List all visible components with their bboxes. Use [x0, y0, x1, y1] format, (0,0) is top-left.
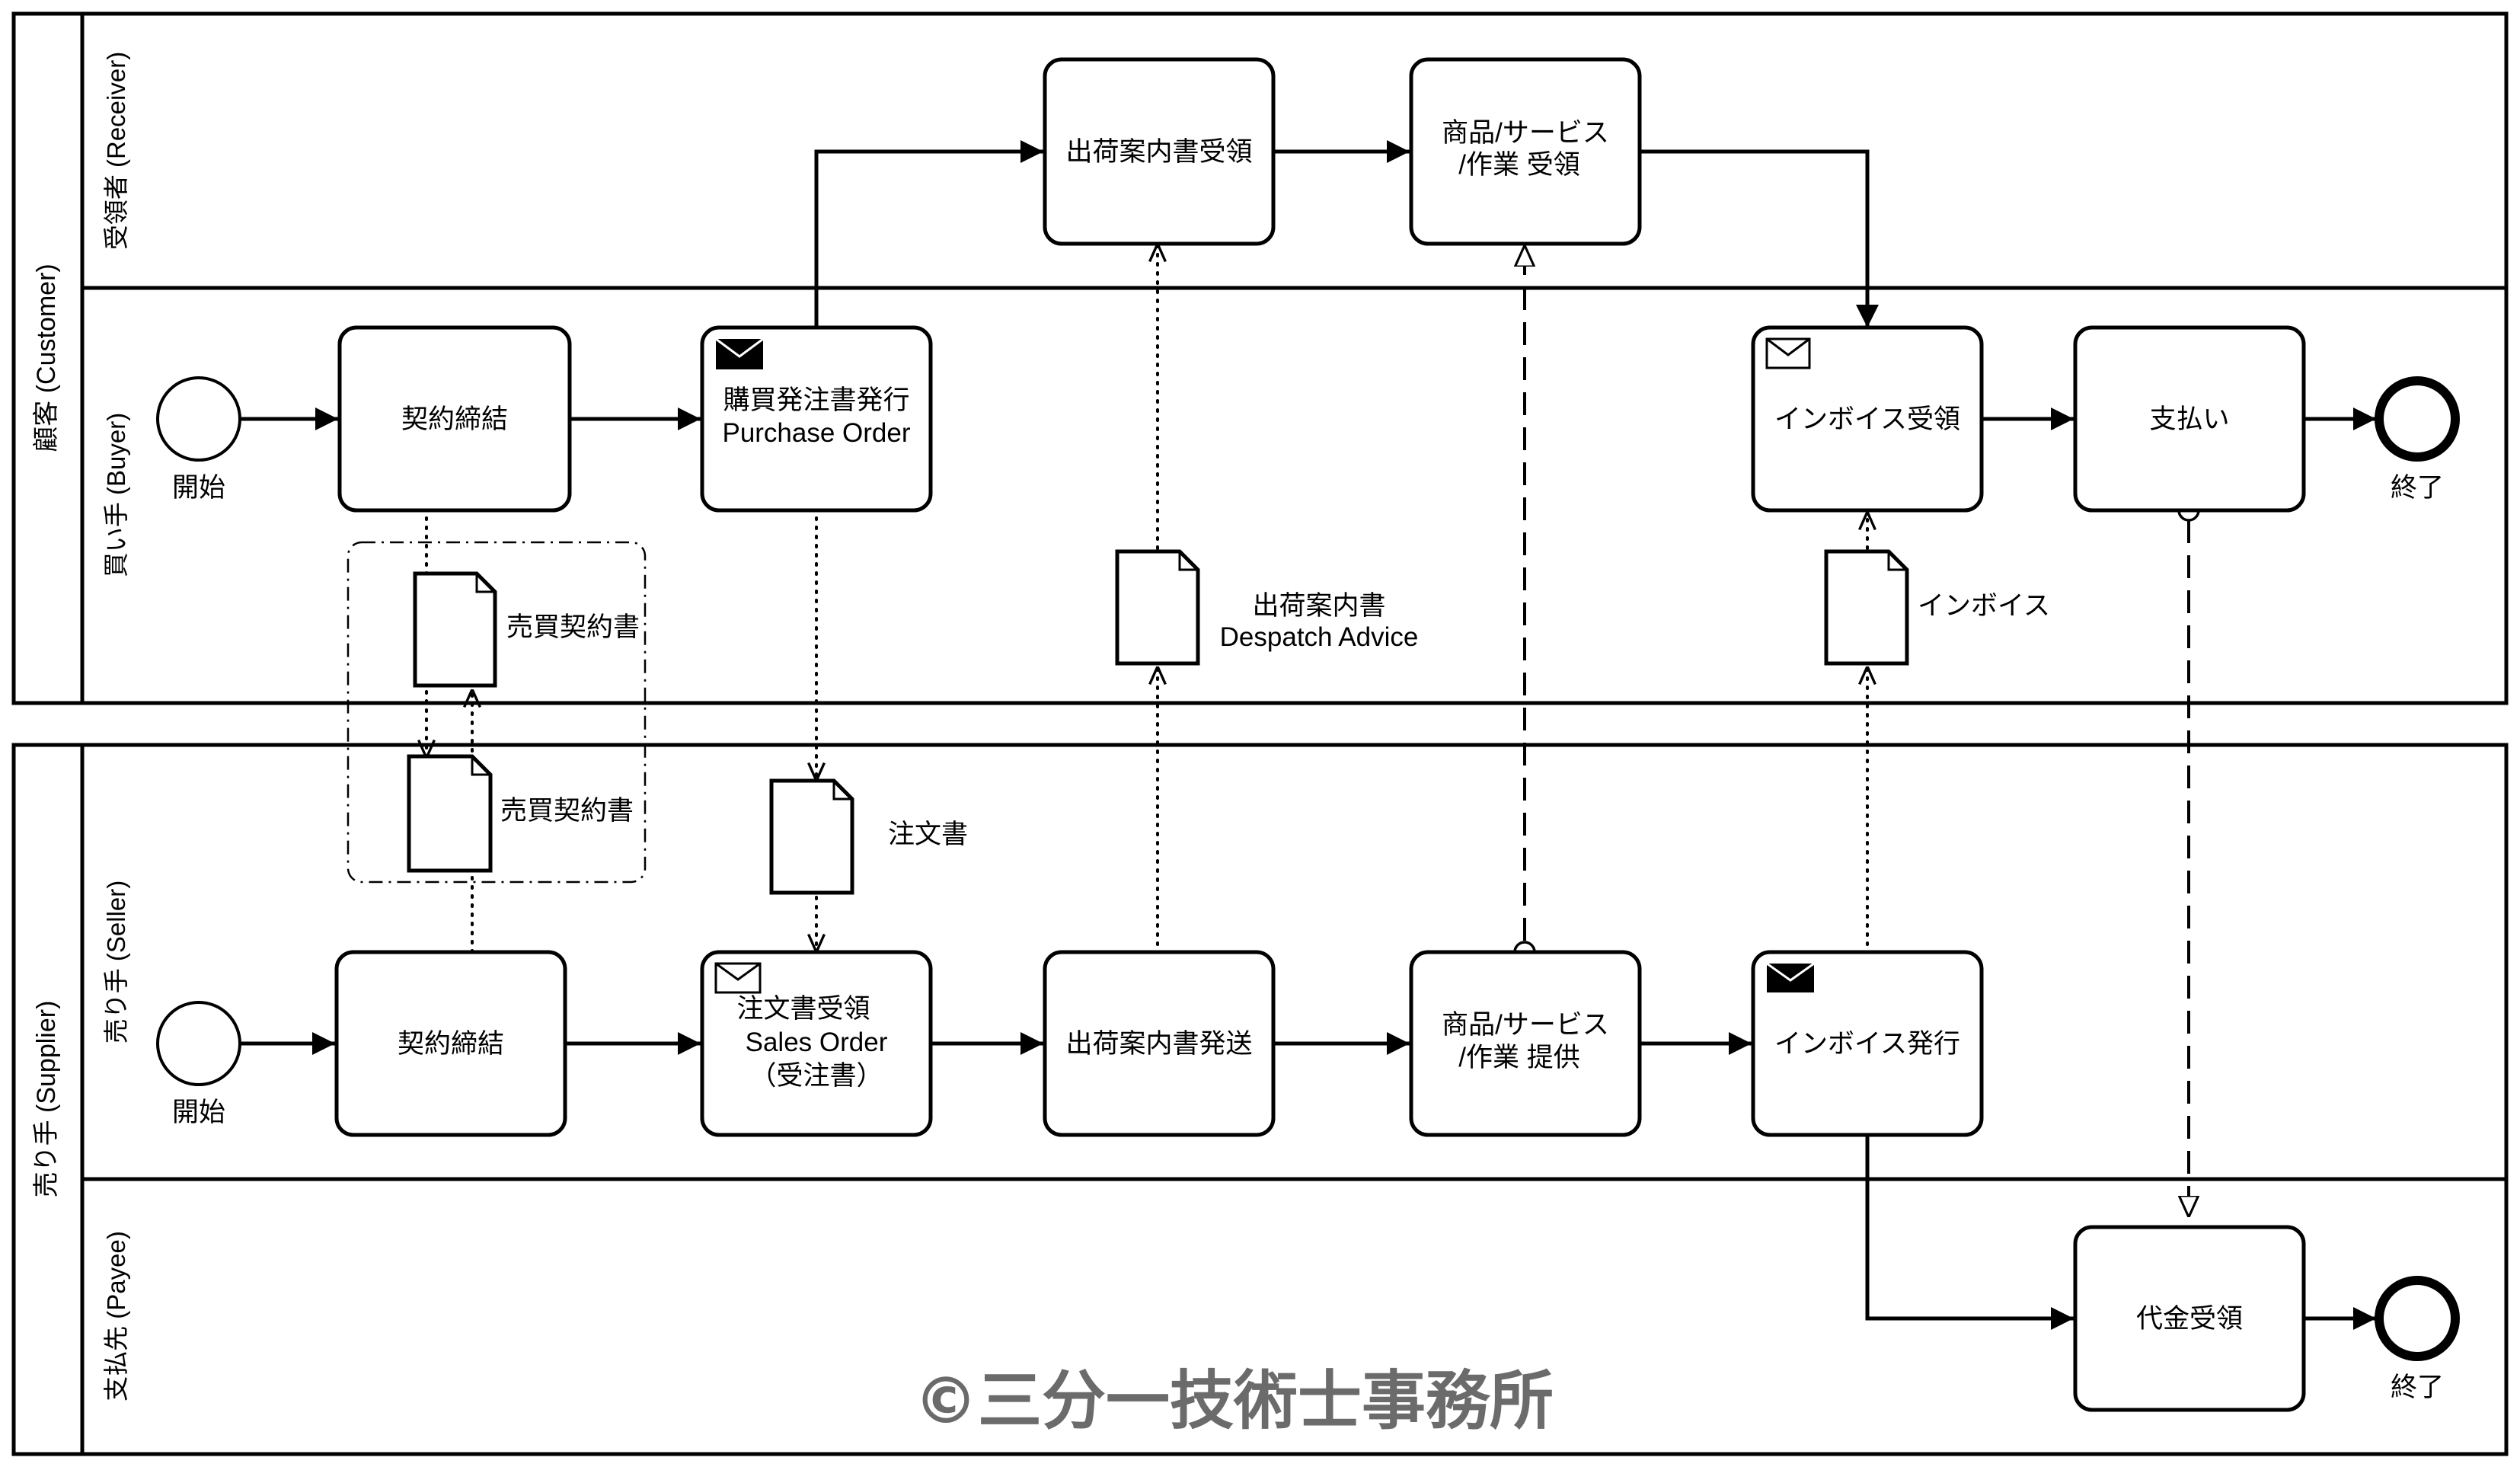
flow-goods-receive-to-invoice-receive — [1640, 149, 1879, 328]
task-sales-order-label-3: （受注書） — [749, 1061, 883, 1091]
task-goods-receive-label-1: 商品/サービス — [1442, 118, 1609, 148]
lane-buyer-label: 買い手 (Buyer) — [102, 413, 130, 577]
task-sales-order-label-1: 注文書受領 — [736, 994, 870, 1024]
task-purchase-order-label-2: Purchase Order — [722, 418, 910, 448]
flow-po-to-despatch-receive — [814, 140, 1043, 328]
buyer-start-event: 開始 — [156, 376, 241, 503]
task-purchase-order-label-1: 購買発注書発行 — [723, 385, 909, 415]
task-payment-label: 支払い — [2149, 404, 2229, 434]
document-icon — [407, 754, 493, 873]
pool-customer: 顧客 (Customer) 受領者 (Receiver) 買い手 (Buyer) — [11, 11, 2509, 705]
envelope-outline-icon — [1765, 337, 1811, 369]
task-despatch-send: 出荷案内書発送 — [1043, 950, 1276, 1137]
task-payment: 支払い — [2073, 325, 2306, 513]
task-goods-provide-label-2: /作業 提供 — [1458, 1043, 1579, 1072]
task-sales-order: 注文書受領 Sales Order （受注書） — [700, 950, 933, 1137]
lane-payee-label: 支払先 (Payee) — [102, 1231, 130, 1401]
task-despatch-send-label: 出荷案内書発送 — [1065, 1029, 1252, 1059]
document-icon — [1824, 549, 1909, 666]
pool-customer-label: 顧客 (Customer) — [32, 264, 61, 452]
doc-contract-seller: 売買契約書 — [407, 754, 634, 873]
lane-receiver-label: 受領者 (Receiver) — [102, 52, 130, 250]
task-goods-receive: 商品/サービス /作業 受領 — [1409, 57, 1642, 246]
flow-invoice-issue-to-payment-receive — [1865, 1135, 2074, 1330]
task-payment-receive: 代金受領 — [2073, 1225, 2306, 1412]
doc-contract-seller-label: 売買契約書 — [500, 796, 634, 826]
payee-end-label: 終了 — [2391, 1373, 2444, 1402]
doc-despatch-advice-label-1: 出荷案内書 — [1252, 591, 1385, 621]
task-invoice-issue: インボイス発行 — [1751, 950, 1984, 1137]
document-icon — [769, 778, 854, 895]
buyer-end-event: 終了 — [2375, 376, 2460, 503]
envelope-outline-icon — [714, 962, 762, 994]
task-invoice-receive-label: インボイス受領 — [1774, 404, 1960, 434]
message-flows — [1525, 245, 2189, 1217]
doc-contract-buyer-label: 売買契約書 — [506, 612, 640, 642]
task-despatch-receive-label: 出荷案内書受領 — [1065, 137, 1252, 167]
pool-supplier: 売り手 (Supplier) 売り手 (Seller) 支払先 (Payee) — [11, 743, 2509, 1456]
doc-invoice-label: インボイス — [1918, 591, 2050, 621]
task-goods-provide-label-1: 商品/サービス — [1442, 1010, 1609, 1040]
task-seller-contract: 契約締結 — [334, 950, 567, 1137]
contract-document-group — [347, 541, 647, 884]
task-goods-provide: 商品/サービス /作業 提供 — [1409, 950, 1642, 1137]
envelope-filled-icon — [715, 337, 764, 369]
doc-despatch-advice-label-2: Despatch Advice — [1220, 622, 1419, 652]
copyright-watermark: ©三分一技術士事務所 — [914, 1363, 1554, 1438]
lane-seller-label: 売り手 (Seller) — [102, 881, 130, 1044]
task-invoice-receive: インボイス受領 — [1751, 325, 1984, 513]
task-invoice-issue-label: インボイス発行 — [1774, 1029, 1960, 1059]
task-goods-receive-label-2: /作業 受領 — [1458, 150, 1579, 180]
task-purchase-order: 購買発注書発行 Purchase Order — [700, 325, 933, 513]
seller-start-label: 開始 — [172, 1098, 225, 1127]
document-icon — [1115, 549, 1200, 666]
seller-start-event: 開始 — [156, 1001, 241, 1127]
task-buyer-contract: 契約締結 — [337, 325, 572, 513]
sequence-flows — [241, 140, 2376, 1330]
doc-despatch-advice: 出荷案内書 Despatch Advice — [1115, 549, 1419, 666]
task-sales-order-label-2: Sales Order — [746, 1028, 888, 1057]
doc-contract-buyer: 売買契約書 — [413, 571, 640, 688]
buyer-end-label: 終了 — [2391, 473, 2444, 503]
task-despatch-receive: 出荷案内書受領 — [1043, 57, 1276, 246]
buyer-start-label: 開始 — [172, 473, 225, 503]
doc-order-label: 注文書 — [888, 820, 968, 849]
document-icon — [413, 571, 497, 688]
pool-supplier-label: 売り手 (Supplier) — [32, 1001, 61, 1198]
task-payment-receive-label: 代金受領 — [2136, 1304, 2243, 1334]
task-buyer-contract-label: 契約締結 — [401, 404, 508, 434]
doc-order: 注文書 — [769, 778, 968, 895]
payee-end-event: 終了 — [2375, 1276, 2460, 1402]
envelope-filled-icon — [1766, 962, 1815, 992]
doc-invoice: インボイス — [1824, 549, 2050, 666]
task-seller-contract-label: 契約締結 — [398, 1029, 504, 1059]
